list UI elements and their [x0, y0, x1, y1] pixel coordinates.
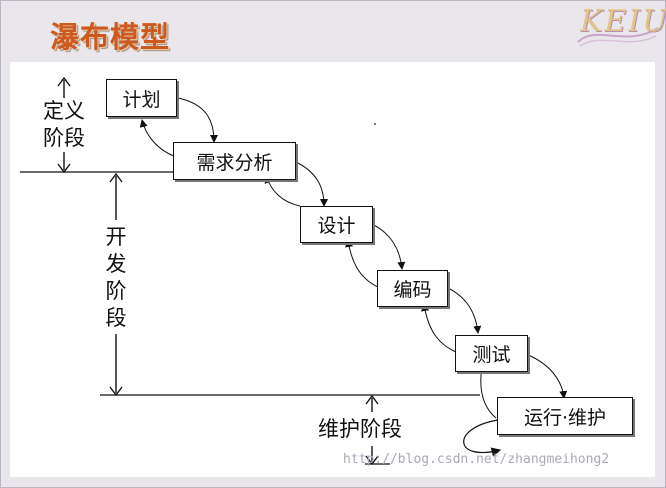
- feedback-arrow: [345, 239, 381, 289]
- step-box-requirements-analysis[interactable]: 需求分析: [173, 142, 296, 180]
- slide-title: 瀑布模型: [50, 20, 171, 54]
- forward-arrow: [447, 287, 482, 334]
- logo-text: KEIU: [580, 4, 666, 39]
- phase-label-definition: 定义阶段: [36, 98, 92, 152]
- development-phase-extent: [109, 172, 123, 397]
- step-box-operation-maintenance[interactable]: 运行·维护: [497, 397, 633, 435]
- feedback-arrow: [139, 119, 175, 157]
- feedback-arrow: [421, 303, 457, 353]
- diagram-panel: 定义阶段 开发阶段 维护阶段 计划 需求分析 设计 编码 测试 运行·维护: [10, 62, 655, 477]
- maintenance-phase-extent: [365, 394, 390, 466]
- step-box-testing[interactable]: 测试: [455, 335, 528, 372]
- step-box-coding[interactable]: 编码: [377, 270, 448, 307]
- logo-swirl-icon: [577, 27, 659, 47]
- forward-arrow: [295, 161, 328, 207]
- phase-label-development: 开发阶段: [100, 224, 132, 332]
- step-box-design[interactable]: 设计: [300, 206, 373, 243]
- feedback-arrow: [264, 175, 301, 207]
- forward-arrow: [371, 223, 406, 270]
- watermark-url: http://blog.csdn.net/zhangmeihong2: [343, 452, 610, 467]
- forward-arrow: [177, 97, 218, 143]
- step-box-plan[interactable]: 计划: [106, 79, 177, 117]
- logo: KEIU: [576, 2, 666, 48]
- diagram-connectors: [20, 76, 568, 466]
- forward-arrow: [525, 353, 568, 399]
- dot-mark: [374, 123, 376, 125]
- feedback-arrow: [476, 365, 497, 419]
- self-loop-arrow: [463, 419, 502, 457]
- phase-label-maintenance: 维护阶段: [316, 414, 404, 444]
